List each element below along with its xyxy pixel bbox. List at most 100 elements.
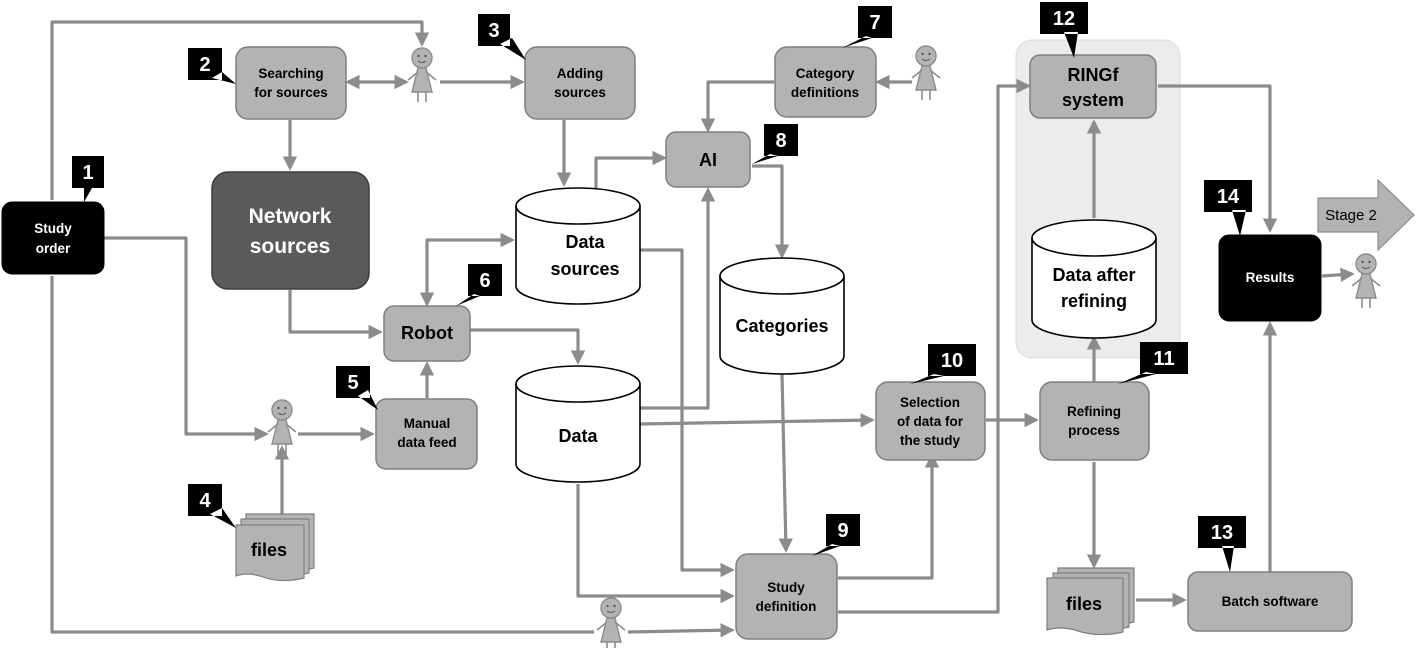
arrow-data-selection [639,412,875,428]
marker-14: 14 [1204,180,1252,236]
network-line1: Network [249,205,332,228]
node-study-definition: Study definition [735,553,838,640]
node-data: Data [515,365,641,483]
arrow-data-studydef [576,484,735,604]
marker-9-label: 9 [837,520,848,542]
adding-line1: Adding [557,66,604,81]
person-icon [911,45,941,100]
node-stage-2: Stage 2 [1317,178,1415,252]
node-categories: Categories [719,257,845,375]
node-ai: AI [665,131,751,188]
network-line2: sources [250,235,331,258]
marker-7: 7 [842,6,892,48]
arrow-studydef-ringf [838,78,1031,614]
stage2-label: Stage 2 [1325,207,1377,224]
ai-label: AI [699,150,717,170]
node-adding-sources: Adding sources [524,46,636,120]
marker-2: 2 [188,48,236,84]
marker-8: 8 [752,124,798,164]
marker-1: 1 [72,156,104,202]
node-selection: Selection of data for the study [875,381,986,461]
study-order-line1: Study [34,221,72,236]
refining-line1: Refining [1067,404,1121,419]
arrow-ai-categories [752,164,790,259]
files-right-label: files [1066,594,1102,614]
arrow-order-bottom [50,276,594,634]
marker-12-label: 12 [1053,8,1075,30]
robot-label: Robot [401,323,453,343]
files-left-label: files [251,540,287,560]
study-order-line2: order [36,241,71,256]
arrow-data-ai [640,187,716,410]
studydef-line2: definition [756,599,817,614]
arrow-catdefs-ai [700,80,774,133]
marker-6: 6 [456,264,502,306]
arrow-order-person [104,236,269,442]
searching-line2: for sources [254,85,328,100]
marker-11-label: 11 [1153,348,1174,370]
arrow-ringf-results [1158,84,1278,233]
arrow-studydef-selection [838,453,940,580]
marker-13-label: 13 [1211,522,1233,544]
marker-7-label: 7 [869,12,880,34]
marker-13: 13 [1198,516,1246,572]
marker-4-label: 4 [199,490,211,512]
datasources-line1: Data [565,232,605,252]
marker-3: 3 [478,14,526,60]
dataafter-line1: Data after [1052,265,1135,285]
marker-5-label: 5 [347,372,358,394]
selection-line3: the study [900,433,960,448]
selection-line1: Selection [900,395,960,410]
marker-9: 9 [812,514,860,556]
ringf-line2: system [1062,90,1124,110]
marker-6-label: 6 [479,270,490,292]
node-network-sources: Network sources [211,171,370,290]
ringf-line1: RINGf [1068,65,1120,85]
marker-5: 5 [336,366,378,410]
person-icon [596,597,626,648]
arrow-robot-data [470,328,586,365]
manual-line1: Manual [404,416,451,431]
marker-2-label: 2 [199,54,210,76]
catdefs-line2: definitions [791,85,859,100]
node-batch-software: Batch software [1187,571,1353,632]
node-study-order: Study order [1,201,105,275]
dataafter-line2: refining [1061,291,1127,311]
arrow-datasources-ai [594,150,667,190]
node-files-left: files [235,513,315,582]
person-icon [1351,253,1381,308]
node-manual-data-feed: Manual data feed [375,398,478,470]
catdefs-line1: Category [796,66,855,81]
data-label: Data [558,426,598,446]
arrow-person-studydef [627,623,735,638]
node-robot: Robot [383,305,471,362]
arrow-order-to-searcher [50,20,430,200]
arrow-robot-datasources [419,232,515,307]
node-data-after-refining: Data after refining [1031,219,1157,339]
node-searching-for-sources: Searching for sources [235,46,347,120]
marker-3-label: 3 [488,20,499,42]
person-icon [267,399,297,454]
marker-12: 12 [1040,2,1088,58]
refining-line2: process [1068,423,1120,438]
node-results: Results [1218,234,1322,322]
adding-line2: sources [554,85,606,100]
marker-10-label: 10 [941,350,963,372]
marker-14-label: 14 [1217,186,1240,208]
studydef-line1: Study [767,580,805,595]
arrow-network-robot [288,290,383,340]
marker-8-label: 8 [775,130,786,152]
marker-11: 11 [1118,342,1188,384]
marker-10: 10 [910,344,976,384]
searching-line1: Searching [258,66,323,81]
marker-1-label: 1 [82,162,93,184]
node-files-right: files [1046,567,1135,636]
arrow-datasources-studydef [640,248,735,578]
selection-line2: of data for [897,414,964,429]
batch-label: Batch software [1222,594,1319,609]
arrow-categories-studydef [778,373,793,553]
arrow-results-person [1321,267,1355,282]
connectors [50,20,1355,638]
results-label: Results [1246,270,1295,285]
